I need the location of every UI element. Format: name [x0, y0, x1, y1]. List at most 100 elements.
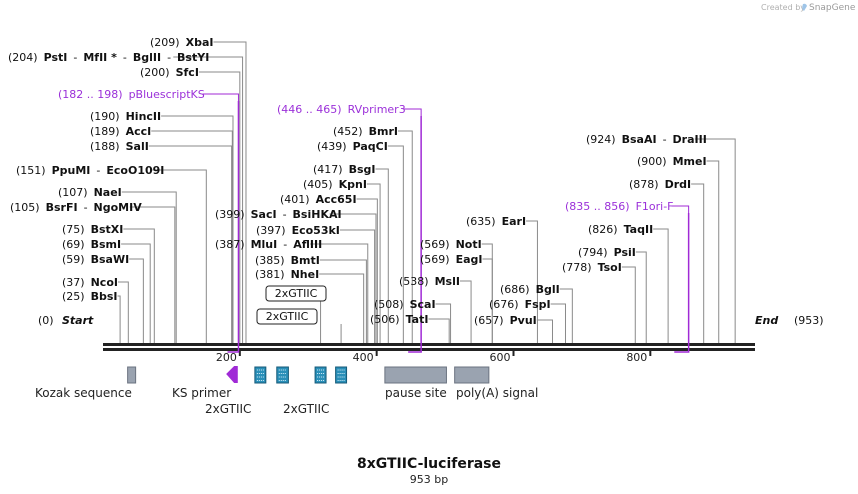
site-position: (25): [62, 290, 85, 303]
primer-label-f1ori-f: (835 .. 856)F1ori-F: [565, 200, 674, 213]
credit-brand: SnapGene: [809, 3, 856, 13]
separator: -: [96, 164, 100, 177]
site-name-acci: AccI: [126, 125, 152, 138]
credit-prefix: Created by: [761, 3, 805, 12]
primer-leader-rvprimer3: [403, 108, 422, 116]
site-name-eari: EarI: [502, 215, 526, 228]
site-label-bsawi: (59) BsaWI: [62, 253, 129, 266]
site-position: (385): [255, 254, 285, 267]
end-label: End (953): [755, 314, 824, 327]
primer-bind-rvprimer3: [408, 116, 422, 353]
site-name-mfii: MfII *: [83, 51, 117, 64]
site-position: (189): [90, 125, 120, 138]
site-name-bstyi: BstYI: [177, 51, 209, 64]
site-name-ngomiv: NgoMIV: [94, 201, 143, 214]
site-line-pvui: [536, 319, 553, 343]
site-name-eagi: EagI: [456, 253, 483, 266]
site-name-bsmi: BsmI: [91, 238, 122, 251]
site-line-ppumi: [152, 169, 207, 343]
site-label-paqci: (439)PaqCI: [317, 140, 388, 153]
site-line-acci: [151, 130, 233, 343]
site-label-bmti: (385) BmtI: [255, 254, 320, 267]
site-line-bsaai: [694, 138, 736, 343]
site-name-bsawi: BsaWI: [91, 253, 130, 266]
site-label-nhei: (381) NheI: [255, 268, 319, 281]
separator: -: [663, 133, 667, 146]
separator: -: [84, 201, 88, 214]
site-position: (794): [578, 246, 608, 259]
site-position: (452): [333, 125, 363, 138]
site-line-eari: [526, 220, 538, 343]
site-label-eagi: (569) EagI: [420, 253, 483, 266]
primer-label-pbluescriptks: (182 .. 198)pBluescriptKS: [58, 88, 205, 101]
end-position: (953): [794, 314, 824, 327]
primer-range: (446 .. 465): [277, 103, 342, 116]
site-line-eco53ki: [339, 229, 376, 343]
primer-bind-pbluescriptks: [227, 101, 240, 353]
site-name-naei: NaeI: [94, 186, 122, 199]
site-position: (657): [474, 314, 504, 327]
site-name-pvui: PvuI: [510, 314, 537, 327]
feature-repeat-5: [335, 366, 348, 384]
repeat-callout-box: [256, 308, 318, 325]
site-name-fspi: FspI: [525, 298, 551, 311]
site-position: (75): [62, 223, 85, 236]
site-line-bbsi: [117, 295, 121, 343]
feature-ks-primer-1: KS primer: [172, 366, 238, 400]
site-position: (538): [399, 275, 429, 288]
site-name-bsihkai: BsiHKAI: [293, 208, 342, 221]
primer-leader-pbluescriptks: [202, 93, 239, 101]
site-label-kpni: (405)KpnI: [303, 178, 367, 191]
site-line-acc65i: [356, 198, 378, 343]
site-position: (209): [150, 36, 180, 49]
feature-label: 2xGTIIC: [205, 402, 251, 416]
site-name-tati: TatI: [406, 313, 429, 326]
repeat-box: [276, 366, 289, 384]
site-line-bgli: [559, 288, 573, 343]
site-position: (381): [255, 268, 285, 281]
site-label-ncoi: (37)NcoI: [62, 276, 118, 289]
separator: -: [73, 51, 77, 64]
site-name-ncoi: NcoI: [91, 276, 118, 289]
start-name: Start: [62, 314, 94, 327]
feature-label: Kozak sequence: [35, 386, 132, 400]
site-line-bmti: [319, 259, 367, 343]
site-position: (399): [215, 208, 245, 221]
site-label-bsmi: (69)BsmI: [62, 238, 121, 251]
site-line-msli: [459, 280, 472, 343]
feature-repeat-4: [314, 366, 327, 384]
site-label-hincii: (190) HincII: [90, 110, 161, 123]
site-position: (204): [8, 51, 38, 64]
site-label-bstxi: (75) BstXI: [62, 223, 123, 236]
site-label-tati: (506)TatI: [370, 313, 428, 326]
site-position: (59): [62, 253, 85, 266]
site-name-sali: SalI: [126, 140, 149, 153]
site-name-hincii: HincII: [126, 110, 162, 123]
site-position: (439): [317, 140, 347, 153]
primer-name: RVprimer3: [348, 103, 406, 116]
site-position: (188): [90, 140, 120, 153]
site-position: (401): [280, 193, 310, 206]
site-label-bsgi: (417)BsgI: [313, 163, 376, 176]
repeat-callout-0: 2xGTIIC: [265, 285, 327, 302]
site-label-tsoi: (778)TsoI: [562, 261, 622, 274]
site-line-tati: [428, 318, 450, 343]
separator: -: [123, 51, 127, 64]
site-name-nhei: NheI: [291, 268, 320, 281]
site-position: (200): [140, 66, 170, 79]
site-lines: [117, 41, 736, 353]
site-label-bsaai: (924)BsaAI-DraIII: [586, 133, 707, 146]
site-name-afliii: AflIII: [293, 238, 322, 251]
site-name-bstxi: BstXI: [91, 223, 124, 236]
feature-label: pause site: [385, 386, 447, 400]
site-label-sfci: (200)SfcI: [140, 66, 199, 79]
site-name-ecoo109i: EcoO109I: [106, 164, 164, 177]
site-name-bmti: BmtI: [291, 254, 320, 267]
site-name-scai: ScaI: [410, 298, 436, 311]
site-label-saci: (399)SacI-BsiHKAI: [215, 208, 342, 221]
tick-label-800: 800: [626, 351, 647, 364]
site-position: (190): [90, 110, 120, 123]
site-position: (569): [420, 253, 450, 266]
